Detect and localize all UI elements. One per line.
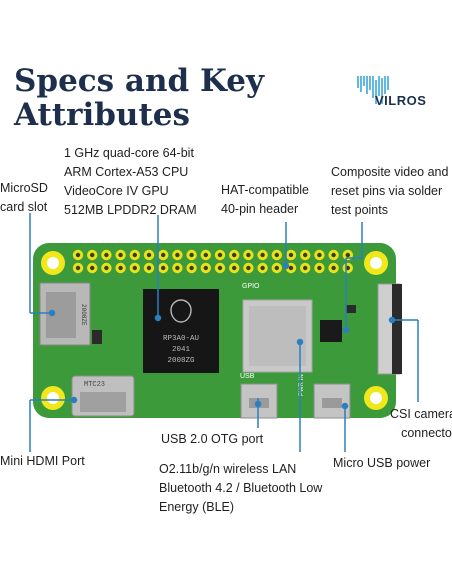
gpio-pad-hole — [104, 265, 109, 271]
pwr-label: PWR IN — [299, 374, 305, 396]
gpio-pad-hole — [317, 265, 322, 271]
raspberry-logo-icon — [170, 299, 192, 323]
micro-usb-label: Micro USB power — [333, 456, 431, 470]
gpio-pad-hole — [189, 265, 194, 271]
gpio-pad-hole — [260, 265, 265, 271]
hdmi-code: MTC23 — [84, 381, 105, 389]
chip-line-2: 2041 — [172, 346, 191, 354]
hat-line-2: 40-pin header — [221, 202, 299, 216]
csi-line-2: connector — [401, 426, 452, 440]
gpio-pad-hole — [75, 265, 81, 271]
gpio-pad-hole — [274, 265, 279, 271]
composite-line-2: reset pins via solder — [331, 184, 443, 198]
title-line-1: Specs and Key — [14, 63, 264, 99]
gpio-pad-hole — [175, 265, 180, 271]
composite-label: Composite video and reset pins via solde… — [331, 163, 448, 220]
gpio-pad-hole — [288, 265, 294, 271]
gpio-pad-hole — [189, 252, 194, 258]
usb-label: USB — [240, 373, 255, 380]
soc-chip — [143, 289, 219, 373]
composite-line-1: Composite video and — [331, 165, 449, 179]
gpio-pad-hole — [203, 252, 208, 258]
gpio-pad-hole — [260, 252, 265, 258]
gpio-pad-hole — [118, 252, 123, 258]
gpio-pad-hole — [232, 252, 237, 258]
gpio-pad-hole — [331, 252, 336, 258]
composite-line-3: test points — [331, 203, 388, 217]
gpio-pad-hole — [331, 265, 336, 271]
title-line-2: Attributes — [14, 97, 190, 133]
hat-label: HAT-compatible 40-pin header — [221, 181, 309, 219]
cpu-line-1: 1 GHz quad-core 64-bit — [64, 146, 194, 160]
gpio-pad-hole — [161, 252, 166, 258]
microsd-line-1: MicroSD — [0, 181, 48, 195]
gpio-pad-hole — [217, 265, 223, 271]
microsd-line-2: card slot — [0, 200, 48, 214]
gpio-pad-hole — [303, 265, 308, 271]
gpio-pad-hole — [203, 265, 208, 271]
csi-line-1: CSI camera — [390, 407, 452, 421]
gpio-pad-hole — [288, 252, 294, 258]
cpu-line-2: ARM Cortex-A53 CPU — [64, 165, 189, 179]
smd-component-2 — [92, 330, 102, 344]
gpio-pad-hole — [75, 252, 81, 258]
gpio-pad-hole — [274, 252, 279, 258]
brand-name: VILROS — [375, 93, 427, 108]
chip-line-3: 2008ZG — [167, 357, 195, 365]
hat-line-1: HAT-compatible — [221, 183, 309, 197]
gpio-pad-hole — [90, 265, 95, 271]
callout-lines — [29, 213, 419, 452]
sd-code: 2008ZE — [80, 304, 87, 326]
mini-hdmi-label: Mini HDMI Port — [0, 454, 85, 468]
usb-otg-label: USB 2.0 OTG port — [161, 432, 264, 446]
page-title: Specs and Key Attributes — [14, 64, 274, 132]
gpio-pad-hole — [132, 265, 137, 271]
gpio-pad-hole — [146, 252, 152, 258]
gpio-pad-hole — [146, 265, 152, 271]
micro-usb-opening — [322, 398, 342, 408]
cpu-line-4: 512MB LPDDR2 DRAM — [64, 203, 197, 217]
chip-line-1: RP3A0-AU — [163, 335, 199, 343]
gpio-pad-hole — [232, 265, 237, 271]
gpio-pad-hole — [246, 252, 251, 258]
mini-hdmi-opening — [80, 392, 126, 412]
csi-latch — [392, 284, 402, 374]
microsd-label: MicroSD card slot — [0, 179, 48, 217]
gpio-pad-hole — [90, 252, 95, 258]
gpio-pad-hole — [317, 252, 322, 258]
mounting-holes — [41, 251, 388, 410]
gpio-pad-hole — [132, 252, 137, 258]
wireless-shield-inner — [249, 306, 306, 366]
gpio-label: GPIO — [242, 283, 260, 290]
wireless-line-3: Energy (BLE) — [159, 500, 235, 514]
pmic-chip — [320, 320, 342, 342]
smd-component — [346, 305, 356, 313]
gpio-pad-hole — [118, 265, 123, 271]
gpio-pad-hole — [217, 252, 223, 258]
cpu-label: 1 GHz quad-core 64-bit ARM Cortex-A53 CP… — [64, 144, 197, 220]
gpio-pad-hole — [246, 265, 251, 271]
gpio-pad-hole — [303, 252, 308, 258]
wireless-line-1: O2.11b/g/n wireless LAN — [159, 462, 297, 476]
wireless-line-2: Bluetooth 4.2 / Bluetooth Low — [159, 481, 323, 495]
vilros-logo-icon — [357, 76, 389, 104]
cpu-line-3: VideoCore IV GPU — [64, 184, 169, 198]
csi-label: CSI camera connector — [390, 405, 452, 443]
gpio-pad-hole — [175, 252, 180, 258]
gpio-pad-hole — [345, 252, 350, 258]
gpio-header — [72, 249, 353, 274]
gpio-pad-hole — [161, 265, 166, 271]
wireless-label: O2.11b/g/n wireless LAN Bluetooth 4.2 / … — [159, 460, 322, 517]
gpio-pad-hole — [104, 252, 109, 258]
